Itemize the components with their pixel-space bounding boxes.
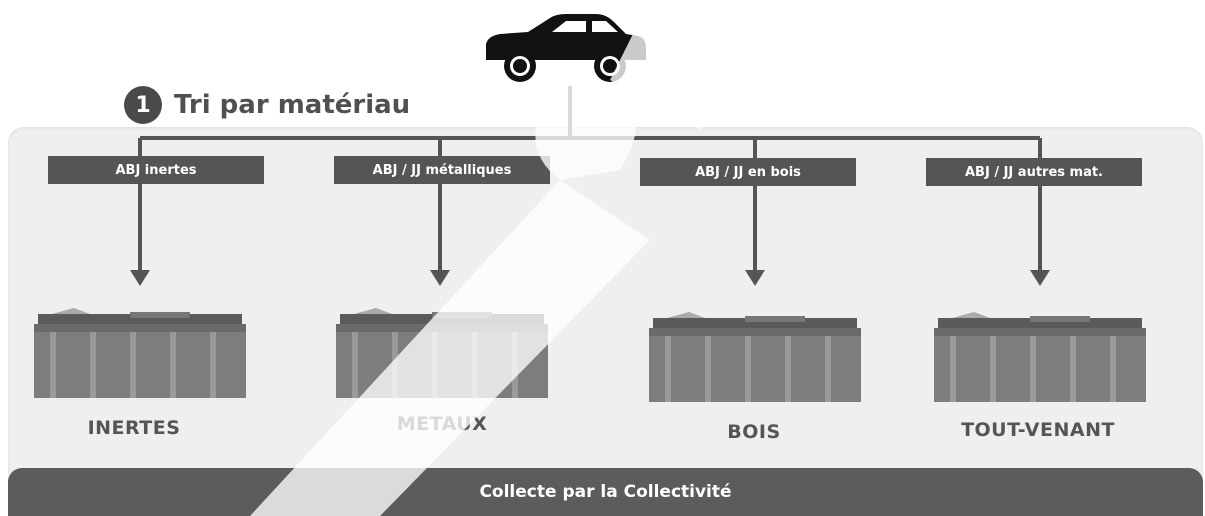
- tag-autres: ABJ / JJ autres mat.: [926, 158, 1142, 186]
- step-header: 1 Tri par matériau: [124, 85, 410, 125]
- car-icon: [486, 14, 646, 82]
- bin-label-inertes: INERTES: [87, 417, 181, 439]
- step-number-badge: 1: [124, 86, 162, 124]
- tag-inertes: ABJ inertes: [48, 156, 264, 184]
- bin-label-bois: BOIS: [727, 421, 781, 443]
- arrow-head-tout-venant: [1030, 270, 1050, 286]
- bin-label-tout-venant: TOUT-VENANT: [961, 419, 1115, 441]
- dumpster-icon: [336, 308, 548, 398]
- arrow-head-inertes: [130, 270, 150, 286]
- bin-label-metaux: METAUX: [396, 413, 488, 435]
- footer-banner: Collecte par la Collectivité: [8, 468, 1203, 516]
- dumpster-icon: [649, 312, 861, 402]
- arrow-head-bois: [745, 270, 765, 286]
- dumpster-icon: [934, 312, 1146, 402]
- tag-metalliques: ABJ / JJ métalliques: [334, 156, 550, 184]
- step-title: Tri par matériau: [174, 90, 411, 120]
- arrow-head-metaux: [430, 270, 450, 286]
- dumpster-icon: [34, 308, 246, 398]
- tag-bois: ABJ / JJ en bois: [640, 158, 856, 186]
